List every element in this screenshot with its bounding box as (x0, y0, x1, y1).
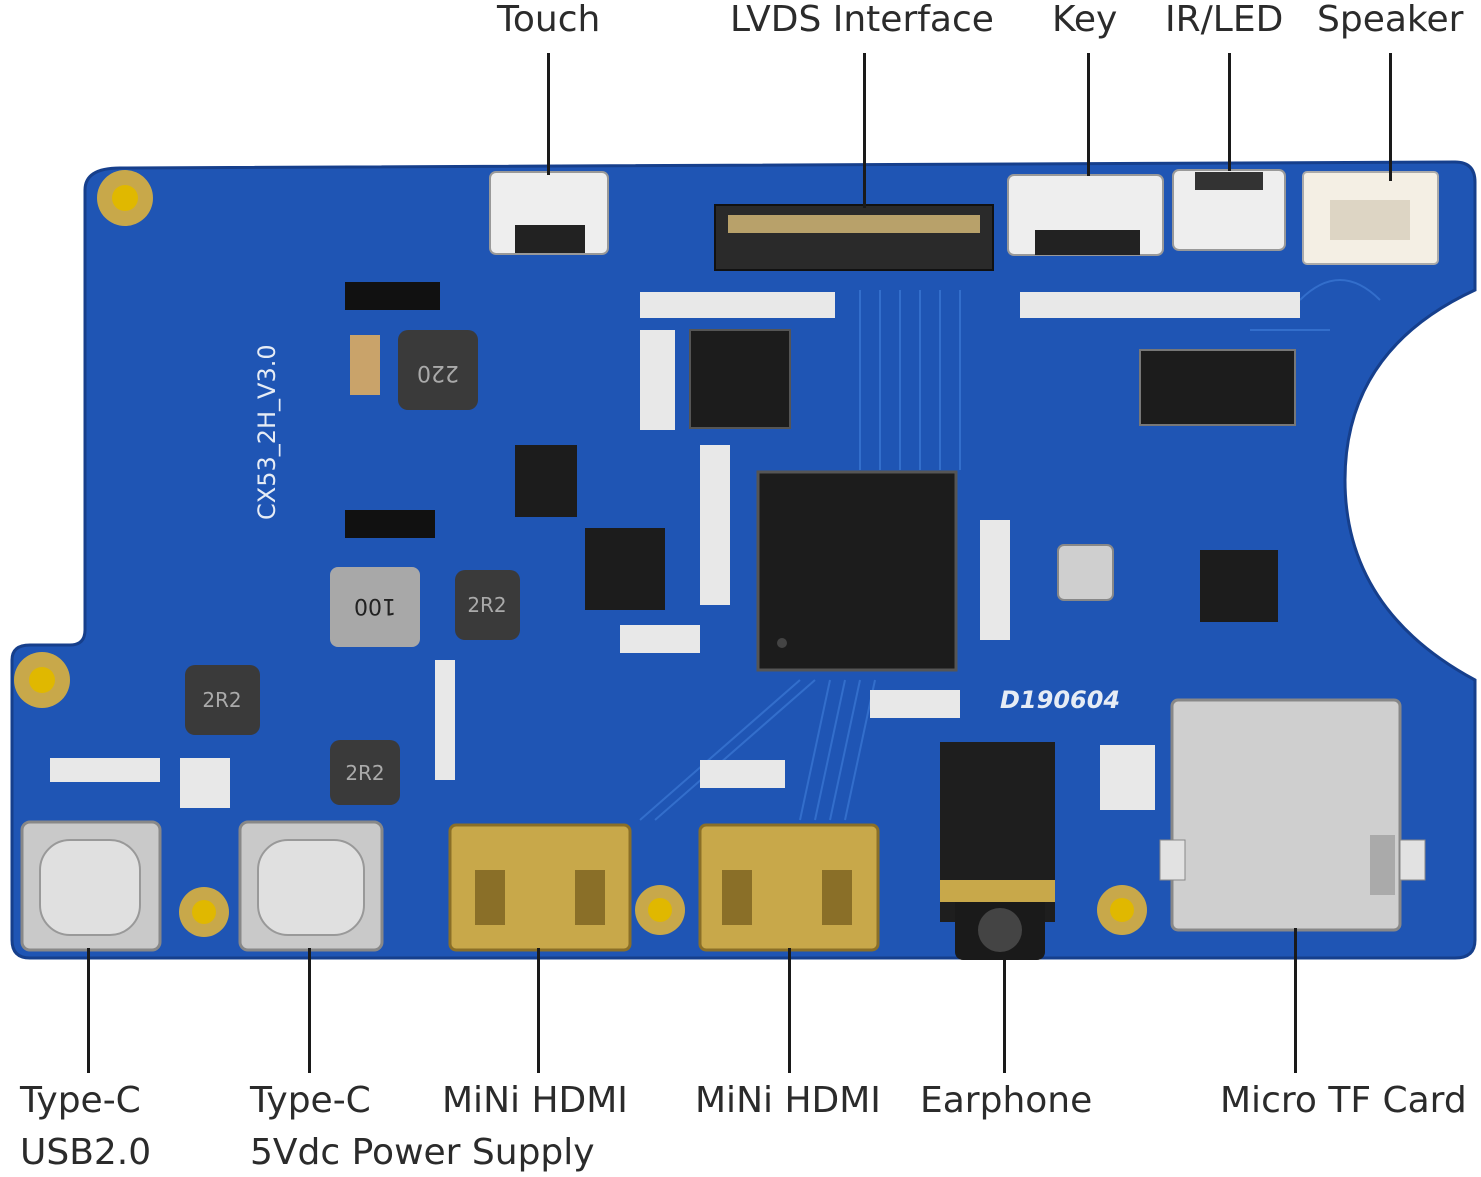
leader-ir-led (1228, 53, 1231, 171)
svg-text:100: 100 (354, 593, 396, 618)
typec-power-port (238, 820, 384, 952)
inductor-2r2-a: 2R2 (455, 570, 520, 640)
label-typec-usb-line1: Type-C (20, 1080, 141, 1121)
inductor-220: 220 (398, 330, 478, 410)
label-typec-usb-line2: USB2.0 (20, 1132, 152, 1173)
label-mini-hdmi-1: MiNi HDMI (442, 1080, 628, 1121)
soic-chip-3 (1200, 550, 1278, 622)
leader-earphone (1003, 958, 1006, 1073)
leader-typec-usb (87, 948, 90, 1073)
speaker-connector (1302, 171, 1439, 265)
audio-chip (1139, 349, 1296, 426)
leader-mini-hdmi-1 (537, 948, 540, 1073)
mini-hdmi-port-1 (448, 823, 632, 952)
inductor-100: 100 (330, 567, 420, 647)
leader-mini-hdmi-2 (788, 948, 791, 1073)
leader-key (1087, 53, 1090, 176)
secondary-chip (689, 329, 791, 429)
inductor-2r2-c: 2R2 (330, 740, 400, 805)
label-ir-led: IR/LED (1165, 0, 1284, 40)
soic-chip-2 (585, 528, 665, 610)
label-micro-tf-card: Micro TF Card (1220, 1080, 1467, 1121)
label-earphone: Earphone (920, 1080, 1093, 1121)
svg-text:2R2: 2R2 (345, 761, 384, 785)
leader-touch (547, 53, 550, 175)
label-typec-power-line2: 5Vdc Power Supply (250, 1132, 595, 1173)
mounting-holes (14, 170, 1147, 937)
leader-micro-tf (1294, 928, 1297, 1073)
leader-lvds (863, 53, 866, 208)
crystal-oscillator (1057, 544, 1114, 601)
label-key: Key (1052, 0, 1118, 40)
label-speaker: Speaker (1317, 0, 1464, 40)
ir-led-connector (1172, 169, 1286, 251)
inductor-2r2-b: 2R2 (185, 665, 260, 735)
board-model-text: CX53_2H_V3.0 (253, 344, 281, 520)
svg-text:2R2: 2R2 (467, 593, 506, 617)
lvds-connector (714, 204, 994, 271)
earphone-jack (940, 742, 1055, 960)
key-connector (1007, 174, 1164, 256)
svg-text:2R2: 2R2 (202, 688, 241, 712)
board-date-code: D190604 (1000, 686, 1120, 714)
typec-usb-port (20, 820, 162, 952)
micro-tf-card-slot (1159, 698, 1426, 932)
label-typec-power-line1: Type-C (250, 1080, 371, 1121)
leader-typec-power (308, 948, 311, 1073)
svg-text:220: 220 (417, 360, 459, 385)
label-lvds-interface: LVDS Interface (730, 0, 994, 40)
touch-connector (489, 171, 609, 255)
main-processor-chip (756, 470, 958, 672)
leader-speaker (1389, 53, 1392, 181)
smd-components (50, 282, 1300, 810)
mini-hdmi-port-2 (698, 823, 880, 952)
label-mini-hdmi-2: MiNi HDMI (695, 1080, 881, 1121)
soic-chip-1 (515, 445, 577, 517)
label-touch: Touch (497, 0, 601, 40)
